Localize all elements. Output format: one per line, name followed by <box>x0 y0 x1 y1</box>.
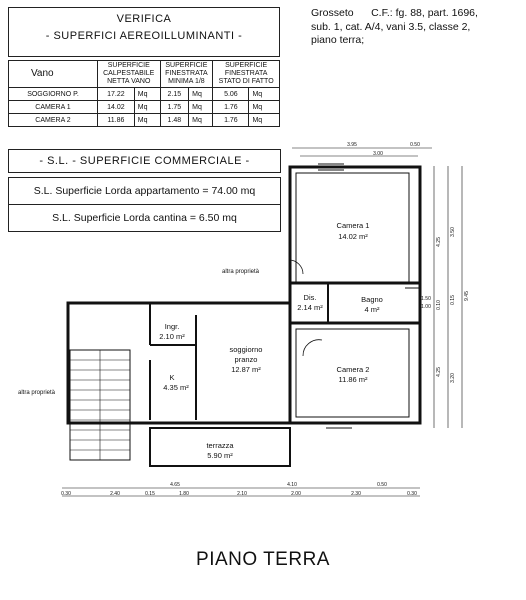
room-pranzo-name: pranzo <box>235 355 258 364</box>
cell-unit: Mq <box>248 113 280 127</box>
room-soggiorno-name: soggiorno <box>230 345 263 354</box>
dim-bottom-11: 0.30 <box>407 491 417 497</box>
other-labels: altra proprietà altra proprietà <box>18 269 260 396</box>
dim-bottom-7: 1.80 <box>179 491 189 497</box>
dim-bottom-9: 2.00 <box>291 491 301 497</box>
cell-stato: 1.76 <box>212 113 250 127</box>
dim-bottom-3: 0.50 <box>377 482 387 488</box>
dim-bottom-1: 4.65 <box>170 482 180 488</box>
room-ingr-area: 2.10 m² <box>159 332 185 341</box>
room-k-name: K <box>169 373 174 382</box>
dim-top-3: 3.00 <box>373 151 383 157</box>
header-vano: Vano <box>8 60 98 88</box>
dim-right-6: 3.20 <box>450 373 456 383</box>
room-camera2-name: Camera 2 <box>337 365 370 374</box>
room-soggiorno-area: 12.87 m² <box>231 365 261 374</box>
room-k-area: 4.35 m² <box>163 383 189 392</box>
cell-calp: 14.02 <box>97 100 135 114</box>
room-camera2-area: 11.86 m² <box>338 375 368 384</box>
dim-bottom-5: 2.40 <box>110 491 120 497</box>
altra-proprieta-label-2: altra proprietà <box>18 390 56 396</box>
dim-right-4: 3.50 <box>450 227 456 237</box>
cell-unit: Mq <box>248 100 280 114</box>
cell-vano: CAMERA 1 <box>8 100 98 114</box>
verifica-header-row: Vano SUPERFICIE CALPESTABILE NETTA VANO … <box>8 60 280 88</box>
catasto-line-3: piano terra; <box>311 34 365 46</box>
verifica-table: Vano SUPERFICIE CALPESTABILE NETTA VANO … <box>8 60 280 127</box>
cell-stato: 1.76 <box>212 100 250 114</box>
dim-bottom-10: 2.30 <box>351 491 361 497</box>
cell-unit: Mq <box>133 87 161 101</box>
dim-right-5: 0.15 <box>450 295 456 305</box>
dim-bottom-4: 0.30 <box>61 491 71 497</box>
room-bagno-name: Bagno <box>361 295 383 304</box>
cell-unit: Mq <box>188 100 214 114</box>
cell-vano: CAMERA 2 <box>8 113 98 127</box>
cell-unit: Mq <box>133 113 161 127</box>
cell-unit: Mq <box>188 87 214 101</box>
dim-top-1: 3.95 <box>347 142 357 148</box>
cell-calp: 11.86 <box>97 113 135 127</box>
sl-cantina: S.L. Superficie Lorda cantina = 6.50 mq <box>8 204 281 232</box>
dim-right-7: 9.45 <box>464 291 470 301</box>
verifica-subtitle: - SUPERFICI AEREOILLUMINANTI - <box>45 30 243 42</box>
table-row: CAMERA 1 14.02 Mq 1.75 Mq 1.76 Mq <box>8 100 280 114</box>
dim-right-3: 4.25 <box>436 367 442 377</box>
cell-min: 2.15 <box>159 87 190 101</box>
catasto-line-1: Grosseto C.F.: fg. 88, part. 1696, <box>311 7 478 19</box>
room-bagno-area: 4 m² <box>365 305 381 314</box>
piano-terra-title: PIANO TERRA <box>196 549 330 570</box>
room-labels: Camera 1 14.02 m² Bagno 4 m² Dis. 2.14 m… <box>159 221 383 460</box>
stair-treads <box>70 350 130 460</box>
dim-right-small-1: 1.50 <box>421 296 431 302</box>
room-terrazza-name: terrazza <box>206 441 234 450</box>
dim-right-1: 4.25 <box>436 237 442 247</box>
floor-plan: Camera 1 14.02 m² Bagno 4 m² Dis. 2.14 m… <box>18 142 470 497</box>
table-row: SOGGIORNO P. 17.22 Mq 2.15 Mq 5.06 Mq <box>8 87 280 101</box>
catasto-line-2: sub. 1, cat. A/4, vani 3.5, classe 2, <box>311 20 471 33</box>
dim-bottom-6: 0.15 <box>145 491 155 497</box>
header-stato: SUPERFICIE FINESTRATA STATO DI FATTO <box>212 60 280 88</box>
cell-stato: 5.06 <box>212 87 250 101</box>
cell-unit: Mq <box>188 113 214 127</box>
room-dis-area: 2.14 m² <box>297 303 323 312</box>
cell-unit: Mq <box>133 100 161 114</box>
verifica-title-box: VERIFICA - SUPERFICI AEREOILLUMINANTI - <box>8 7 280 57</box>
verifica-title: VERIFICA <box>116 13 172 25</box>
header-minima: SUPERFICIE FINESTRATA MINIMA 1/8 <box>159 60 214 88</box>
dimension-labels: 3.95 0.50 3.00 4.65 4.10 0.50 0.30 2.40 … <box>61 142 470 497</box>
table-row: CAMERA 2 11.86 Mq 1.48 Mq 1.76 Mq <box>8 113 280 127</box>
cell-vano: SOGGIORNO P. <box>8 87 98 101</box>
dim-bottom-8: 2.10 <box>237 491 247 497</box>
cell-unit: Mq <box>248 87 280 101</box>
cell-min: 1.48 <box>159 113 190 127</box>
dim-bottom-2: 4.10 <box>287 482 297 488</box>
sl-title: - S.L. - SUPERFICIE COMMERCIALE - <box>8 149 281 173</box>
altra-proprieta-label-1: altra proprietà <box>222 269 260 275</box>
room-ingr-name: Ingr. <box>165 322 180 331</box>
room-terrazza-area: 5.90 m² <box>207 451 233 460</box>
room-camera1-name: Camera 1 <box>337 221 370 230</box>
dim-right-2: 0.10 <box>436 300 442 310</box>
header-calpestabile: SUPERFICIE CALPESTABILE NETTA VANO <box>97 60 161 88</box>
plan-walls <box>62 147 463 497</box>
cell-min: 1.75 <box>159 100 190 114</box>
cell-calp: 17.22 <box>97 87 135 101</box>
dim-right-small-2: 1.00 <box>421 304 431 310</box>
room-camera1-area: 14.02 m² <box>338 232 368 241</box>
catasto-info: Grosseto C.F.: fg. 88, part. 1696, sub. … <box>311 7 521 48</box>
dim-top-2: 0.50 <box>410 142 420 148</box>
room-dis-name: Dis. <box>304 293 317 302</box>
